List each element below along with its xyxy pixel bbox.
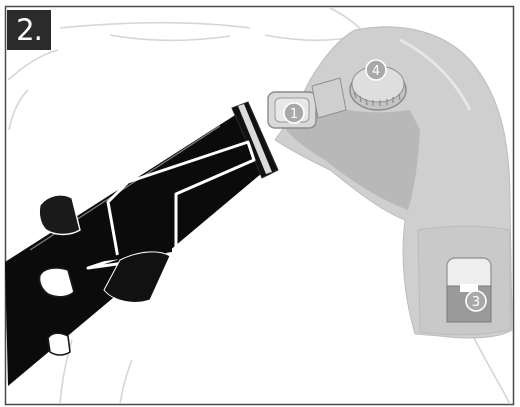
strap-clip: [447, 258, 491, 322]
callout-4: 4: [366, 60, 386, 80]
step-number-badge: 2.: [7, 10, 51, 50]
callout-1-label: 1: [290, 107, 298, 122]
black-strap: [5, 102, 278, 386]
callout-4-label: 4: [372, 64, 380, 79]
callout-3-label: 3: [472, 295, 480, 310]
neck-line: [60, 23, 250, 28]
callout-1: 1: [284, 103, 304, 123]
callout-3: 3: [466, 291, 486, 311]
